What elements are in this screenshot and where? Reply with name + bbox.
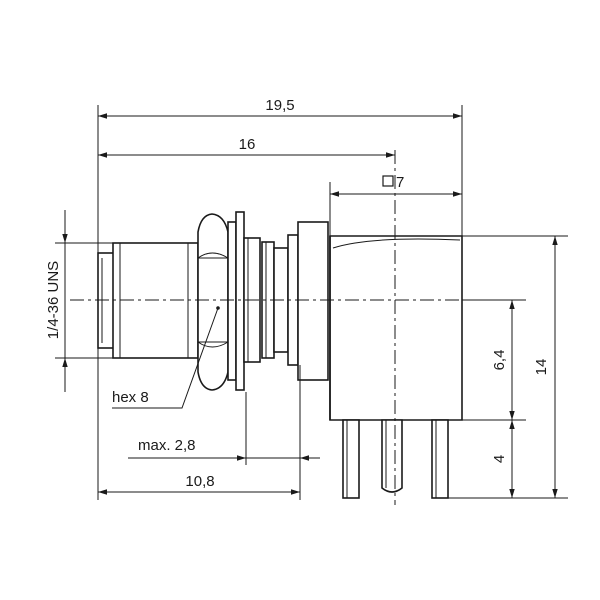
lock-washer (227, 211, 245, 391)
dimension-labels: 19,5 16 7 1/4-36 UNS hex 8 max. 2,8 10,8… (45, 97, 550, 490)
label-center-height: 6,4 (491, 350, 508, 371)
connector-outline (97, 211, 463, 499)
label-pin-length: 4 (491, 455, 508, 463)
center-lines (70, 150, 520, 505)
pcb-pins (342, 419, 449, 499)
square-flange-label: 7 (382, 174, 404, 191)
label-thread: 1/4-36 UNS (45, 261, 62, 339)
dimension-lines (62, 113, 558, 498)
right-angle-body (329, 235, 463, 421)
square-symbol-icon (382, 175, 394, 187)
label-square-flange: 7 (396, 174, 404, 191)
label-overall-length: 19,5 (265, 97, 294, 114)
label-body-height: 14 (533, 359, 550, 376)
hex-leader-line (112, 307, 219, 409)
label-panel-thickness: max. 2,8 (138, 437, 196, 454)
label-front-length: 10,8 (185, 473, 214, 490)
label-to-center: 16 (239, 136, 256, 153)
extension-lines (55, 105, 568, 500)
rear-flange (287, 221, 329, 381)
hex-nut (197, 213, 229, 391)
label-hex: hex 8 (112, 389, 149, 406)
